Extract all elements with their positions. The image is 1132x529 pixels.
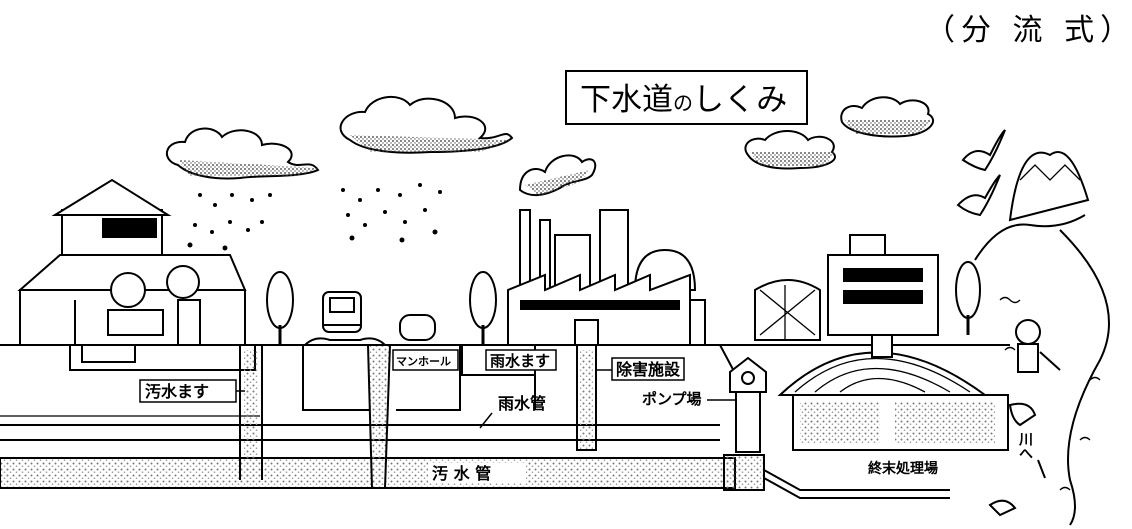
title-particle: の [673,91,693,115]
storage-tank-icon [754,279,821,341]
bird-icon [956,174,1001,217]
label-pretreatment: 除害施設 [596,357,685,381]
mountain-icon [1008,151,1090,222]
label-pump-station: ポンプ場 [642,390,735,408]
svg-text:汚水ます: 汚水ます [145,382,209,401]
svg-text:汚 水 管: 汚 水 管 [432,464,491,483]
label-sewage-pipe: 汚 水 管 [428,463,526,483]
label-rainwater-basin: 雨水ます [485,349,557,371]
label-to-river: 川へ [1017,432,1046,479]
svg-text:マンホール: マンホール [396,355,451,368]
car-icon [322,291,362,333]
label-sewage-basin: 汚水ます [139,379,245,403]
title-tail: しくみ [693,82,787,118]
house-icon [17,178,247,346]
cloud-icon [518,154,597,196]
svg-text:終末処理場: 終末処理場 [868,460,938,477]
svg-text:下水道のしくみ: 下水道のしくみ [580,82,787,118]
treatment-plant [777,334,1009,451]
label-treatment-plant: 終末処理場 [868,460,938,477]
tree-icon [469,271,497,345]
system-type-label: （分 流 式） [925,13,1132,48]
svg-text:ポンプ場: ポンプ場 [642,390,702,408]
person-icon [1015,319,1061,373]
rainwater-pipe [0,424,720,441]
cloud-icon [840,96,934,138]
title-main: 下水道 [580,82,673,118]
svg-text:雨水管: 雨水管 [498,394,546,413]
factory-icon [507,209,706,346]
svg-text:雨水ます: 雨水ます [490,352,550,370]
svg-text:川へ: 川へ [1017,432,1034,460]
cloud-icon [166,127,320,180]
pump-station-icon [723,356,767,491]
treatment-building-icon [827,234,939,336]
label-manhole: マンホール [392,349,459,371]
cloud-icon [744,130,836,170]
rain-icon [187,183,442,251]
title-box: 下水道のしくみ [565,70,808,125]
svg-text:除害施設: 除害施設 [616,360,681,379]
tree-icon [955,261,981,335]
manhole-icon [366,314,436,489]
sewage-pipe [0,457,736,489]
river-bank [974,214,1086,261]
bird-icon [961,129,1006,172]
cloud-icon [339,96,514,154]
tree-icon [266,271,294,345]
label-rainwater-pipe: 雨水管 [479,394,546,429]
